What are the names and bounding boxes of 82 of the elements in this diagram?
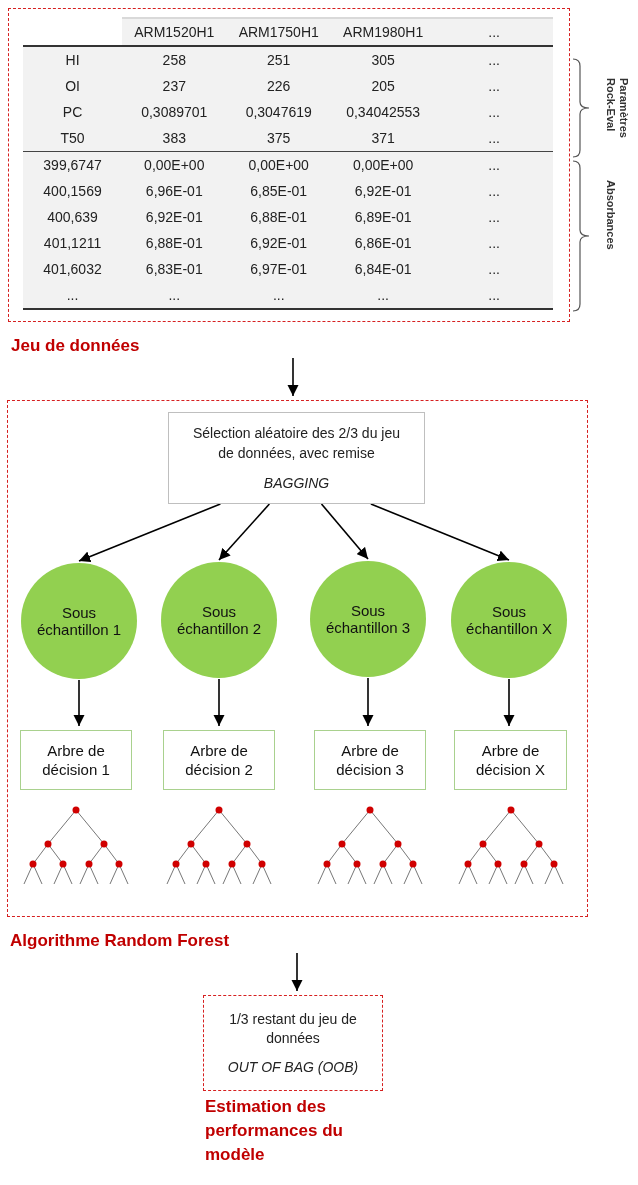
arrow xyxy=(320,503,369,560)
table-value: 226 xyxy=(267,78,291,94)
arrow xyxy=(503,678,515,727)
sample-circle: Sous échantillon 1 xyxy=(21,563,137,679)
table-value: ... xyxy=(488,52,500,68)
column-header: ... xyxy=(488,24,500,40)
arrow xyxy=(213,678,225,727)
row-header: 400,639 xyxy=(47,209,98,225)
table-value: 0,00E+00 xyxy=(144,157,205,173)
column-header: ARM1520H1 xyxy=(134,24,215,40)
column-header: ARM1980H1 xyxy=(343,24,424,40)
table-value: ... xyxy=(168,287,181,303)
row-header: 400,1569 xyxy=(43,183,102,199)
table-value: 375 xyxy=(267,130,291,146)
table-value: ... xyxy=(488,104,500,120)
table-value: 6,88E-01 xyxy=(145,235,203,251)
table-value: ... xyxy=(488,261,500,277)
arrow xyxy=(287,357,299,397)
decision-tree-box: Arbre de décision 2 xyxy=(163,730,275,790)
table-value: ... xyxy=(272,287,285,303)
table-value: ... xyxy=(488,157,500,173)
sample-circle: Sous échantillon 3 xyxy=(310,561,426,677)
sample-circle: Sous échantillon X xyxy=(451,562,567,678)
arrow xyxy=(218,503,271,561)
arrow xyxy=(291,952,303,992)
table-value: ... xyxy=(488,130,500,146)
table-value: 6,92E-01 xyxy=(250,235,308,251)
table-value: ... xyxy=(488,287,500,303)
table-value: 0,3089701 xyxy=(141,104,208,120)
row-header: HI xyxy=(65,52,80,68)
table-value: 251 xyxy=(267,52,291,68)
section-heading: Estimation des performances du modèle xyxy=(205,1096,344,1166)
method-label: OUT OF BAG (OOB) xyxy=(227,1057,359,1077)
row-header: 401,1211 xyxy=(43,235,102,251)
table-value: 0,00E+00 xyxy=(353,157,414,173)
sample-circle: Sous échantillon 2 xyxy=(161,562,277,678)
table-value: 0,00E+00 xyxy=(248,157,309,173)
row-header: PC xyxy=(62,104,83,120)
table-value: ... xyxy=(488,209,500,225)
decision-tree-box: Arbre de décision 3 xyxy=(314,730,426,790)
table-value: ... xyxy=(488,78,500,94)
table-value: 237 xyxy=(162,78,186,94)
row-header: T50 xyxy=(60,130,85,146)
table-value: 6,92E-01 xyxy=(145,209,203,225)
table-value: ... xyxy=(377,287,389,303)
table-value: 258 xyxy=(162,52,186,68)
side-label: Paramètres Rock-Eval xyxy=(604,78,630,140)
row-header: 401,6032 xyxy=(43,261,102,277)
row-header: 399,6747 xyxy=(43,157,102,173)
table-value: 6,85E-01 xyxy=(250,183,308,199)
decision-tree-box: Arbre de décision X xyxy=(454,730,567,790)
table-value: 6,97E-01 xyxy=(250,261,308,277)
side-label: Absorbances xyxy=(604,180,617,250)
description-text: Sélection aléatoire des 2/3 du jeu de données, avec remise xyxy=(191,424,401,463)
section-heading: Algorithme Random Forest xyxy=(10,930,230,952)
row-header: OI xyxy=(65,78,80,94)
table-value: 305 xyxy=(371,52,395,68)
arrow xyxy=(78,503,222,562)
arrow xyxy=(73,679,85,727)
column-header: ARM1750H1 xyxy=(238,24,319,40)
arrow xyxy=(370,503,510,561)
table-value: 371 xyxy=(371,130,395,146)
table-value: 0,34042553 xyxy=(346,104,421,120)
table-value: 6,88E-01 xyxy=(250,209,308,225)
table-value: 6,92E-01 xyxy=(354,183,412,199)
decision-tree-box: Arbre de décision 1 xyxy=(20,730,132,790)
table-value: 6,84E-01 xyxy=(354,261,412,277)
table-value: 6,96E-01 xyxy=(145,183,203,199)
table-value: ... xyxy=(488,235,500,251)
process-box xyxy=(168,412,425,504)
table-value: 383 xyxy=(162,130,186,146)
table-value: 205 xyxy=(371,78,395,94)
row-header: ... xyxy=(66,287,79,303)
table-value: 6,86E-01 xyxy=(354,235,412,251)
table-value: 6,89E-01 xyxy=(354,209,412,225)
table-value: 6,83E-01 xyxy=(145,261,203,277)
description-text: 1/3 restant du jeu de données xyxy=(228,1009,358,1048)
section-heading: Jeu de données xyxy=(11,335,140,357)
table-value: ... xyxy=(488,183,500,199)
method-label: BAGGING xyxy=(263,474,330,493)
table-value: 0,3047619 xyxy=(245,104,312,120)
arrow xyxy=(362,677,374,727)
